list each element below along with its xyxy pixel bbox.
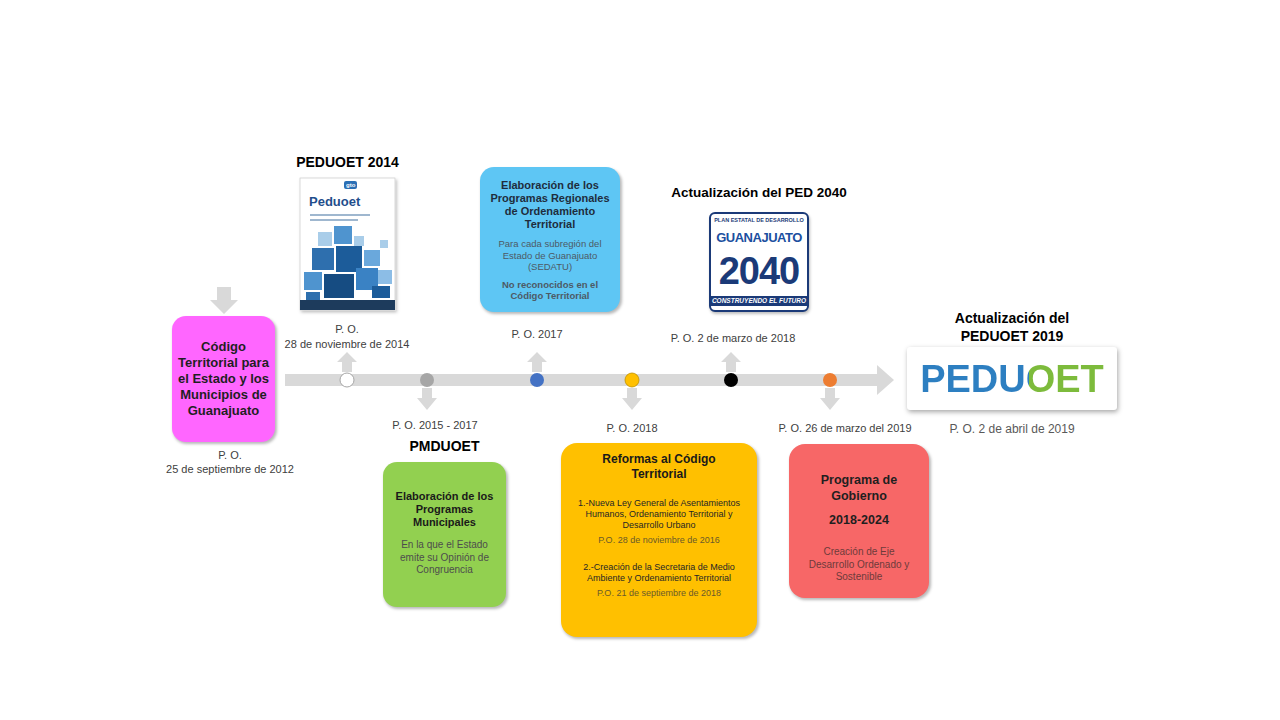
logo-year: 2040 <box>719 252 800 290</box>
block-arrow <box>337 352 357 372</box>
block-arrow <box>527 352 547 372</box>
box-body: Para cada subregión del Estado de Guanaj… <box>486 238 614 273</box>
logo-word: PEDUOET <box>920 357 1104 401</box>
event-box: Elaboración de los Programas Regionales … <box>480 167 620 312</box>
date-label: P. O. <box>272 323 422 336</box>
date-label: 28 de noviembre de 2014 <box>272 338 422 351</box>
timeline-dot <box>625 373 639 387</box>
date-label: 25 de septiembre de 2012 <box>155 463 305 476</box>
date-label: P. O. 2 de marzo de 2018 <box>653 332 813 345</box>
date-label: P. O. 2017 <box>487 328 587 341</box>
box-body: En la que el Estado emite su Opinión de … <box>389 539 500 577</box>
date-label: P. O. <box>155 449 305 462</box>
cover-cubes <box>300 226 395 310</box>
block-arrow <box>622 388 642 410</box>
cover-logo: gto <box>344 181 357 189</box>
timeline-dot <box>823 373 837 387</box>
logo-small: PLAN ESTATAL DE DESARROLLO <box>714 217 804 224</box>
box-item: 2.-Creación de la Secretaria de Medio Am… <box>567 562 751 584</box>
cover-illustration <box>300 178 395 310</box>
timeline-dot <box>340 373 354 387</box>
timeline-dot <box>420 373 434 387</box>
box-date: P.O. 28 de noviembre de 2016 <box>598 535 719 546</box>
cover-node: PEDUOET 2014gtoPeduoet <box>300 178 395 310</box>
date-label: P. O. 2 de abril de 2019 <box>922 423 1102 436</box>
logo-heading: Actualización del PED 2040 <box>671 185 847 200</box>
logo-band: CONSTRUYENDO EL FUTURO <box>711 296 807 306</box>
cover-line <box>310 219 358 221</box>
block-arrow <box>820 388 840 410</box>
block-arrow <box>417 388 437 410</box>
cover-heading: PEDUOET 2014 <box>296 154 399 170</box>
date-label: P. O. 2015 - 2017 <box>370 419 500 432</box>
event-box: Código Territorial para el Estado y los … <box>172 316 275 442</box>
box-title: Programa de Gobierno <box>809 472 909 504</box>
logo-node: Actualización del PED 2040PLAN ESTATAL D… <box>709 212 809 312</box>
timeline-dot <box>530 373 544 387</box>
block-arrow <box>721 352 741 372</box>
cover-page <box>300 178 395 310</box>
event-box: Reformas al Código Territorial 1.-Nueva L… <box>561 443 757 637</box>
box-item: 1.-Nueva Ley General de Asentamientos Hu… <box>567 498 751 531</box>
timeline-arrowhead <box>877 365 894 395</box>
event-title: Código Territorial para el Estado y los … <box>176 339 271 419</box>
cover-line <box>310 214 370 216</box>
timeline-dot <box>724 373 738 387</box>
box-date: P.O. 21 de septiembre de 2018 <box>597 588 721 599</box>
logo-node: Actualización del PEDUOET 2019PEDUOET <box>907 347 1117 410</box>
box-period: 2018-2024 <box>829 512 889 528</box>
cover-title: Peduoet <box>309 194 360 209</box>
box-body: Creación de Eje Desarrollo Ordenado y So… <box>807 546 912 584</box>
box-title: Reformas al Código Territorial <box>599 452 719 482</box>
box-title: Elaboración de los Programas Municipales <box>389 490 500 529</box>
logo-word: GUANAJUATO <box>716 230 802 245</box>
box-title: Elaboración de los Programas Regionales … <box>486 179 614 231</box>
block-arrow <box>210 287 238 314</box>
box-note: No reconocidos en el Código Territorial <box>486 279 614 302</box>
date-label: P. O. 2018 <box>582 422 682 435</box>
logo-heading: Actualización del PEDUOET 2019 <box>932 309 1092 345</box>
box-heading: PMDUOET <box>410 438 480 454</box>
event-box: Programa de Gobierno 2018-2024Creación de… <box>789 444 929 598</box>
timeline-bar <box>285 374 879 386</box>
date-label: P. O. 26 de marzo del 2019 <box>760 422 930 435</box>
event-box: PMDUOETElaboración de los Programas Muni… <box>383 462 506 607</box>
